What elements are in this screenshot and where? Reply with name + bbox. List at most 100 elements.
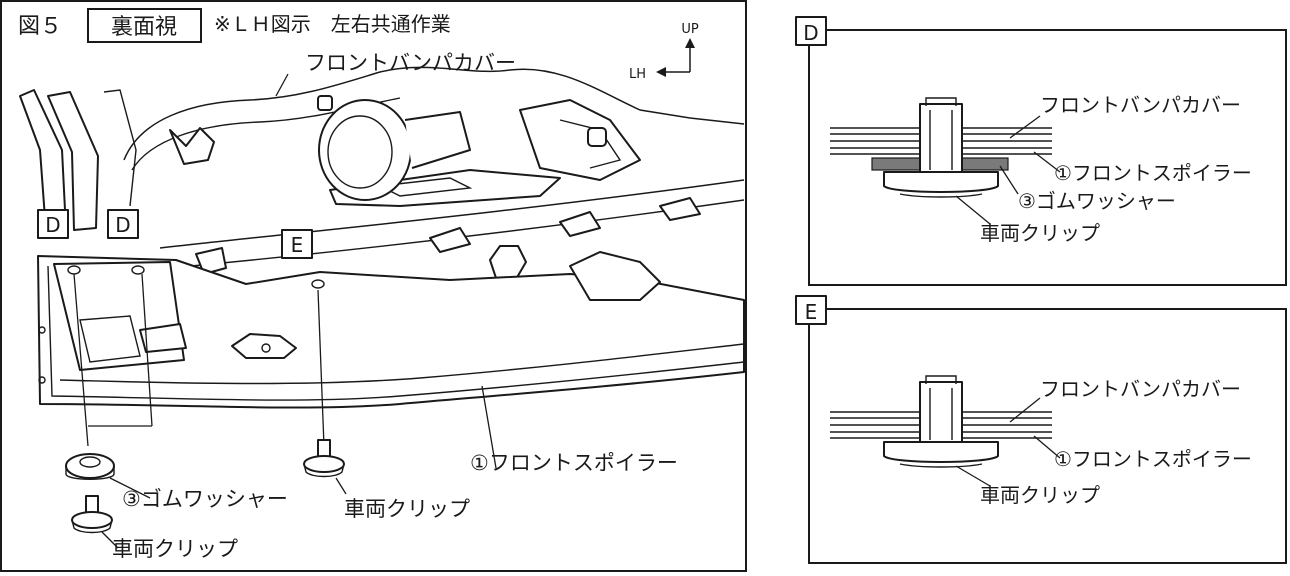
d-label-rubber-washer: ③ゴムワッシャー [1018,189,1176,213]
d-leader-cover [1009,115,1041,139]
figure-label: 図５ [18,14,62,39]
label-vehicle-clip-center: 車両クリップ [344,497,470,521]
e-leader-spoiler [1033,435,1061,459]
detail-tag-d-right [107,209,139,239]
view-label: 裏面視 [111,15,177,40]
detail-e-tag [795,295,827,325]
d-clip-head [883,171,999,193]
beam-tab-left [195,247,227,275]
left-pillar-inner [47,91,99,231]
e-clip-head-base [899,463,983,468]
d-leader-clip [955,195,991,225]
figure-note: ※ＬＨ図示 左右共通作業 [214,12,451,36]
spoiler-left-bracket-rib [139,323,187,353]
detail-d-frame [808,29,1287,286]
clip-left-head-side [71,519,113,534]
e-label-bumper-cover: フロントバンパカバー [1040,377,1241,401]
explode-line-left-a [73,273,89,447]
vehicle-clip-center-part [303,439,345,478]
bracket-left [169,127,215,165]
leader-front-spoiler [481,385,497,469]
leader-vehicle-clip-center [335,477,347,495]
leader-vehicle-clip-left [101,531,119,549]
beam-inner-edge [169,199,745,269]
fog-lamp-stud-right [587,127,607,147]
d-clip-body [919,103,963,175]
fog-lamp-stud-left [317,95,333,111]
e-clip-head [883,441,999,463]
d-clip-top [925,97,957,106]
fog-lamp-socket [404,111,471,169]
d-label-vehicle-clip: 車両クリップ [980,221,1100,245]
washer-side [65,466,115,480]
explode-line-center [317,289,325,447]
clip-hole-d-right [131,265,145,275]
bracket-right-detail [559,119,622,169]
detail-e-clip [883,375,999,468]
detail-tag-d-left-text: D [45,213,60,237]
label-front-spoiler: ①フロントスポイラー [470,451,678,475]
detail-e-tag-text: E [805,300,818,324]
fog-lamp-housing [317,95,607,201]
view-label-box [87,8,202,43]
fog-lamp-outer-ring [318,99,412,201]
leader-rubber-washer [109,477,151,499]
detail-tag-d-left [37,209,69,239]
d-label-front-spoiler: ①フロントスポイラー [1054,161,1252,185]
spoiler-boss [231,333,297,359]
orientation-indicator: UP LH [629,22,699,82]
front-spoiler-part [37,251,745,409]
e-label-vehicle-clip: 車両クリップ [980,483,1100,507]
detail-d-tag-text: D [803,21,818,45]
bumper-cover-upper-edge [123,66,745,161]
d-clip-head-base [899,193,983,198]
detail-tag-d-right-text: D [115,213,130,237]
spoiler-body [37,255,745,409]
spoiler-left-bracket-window [79,315,141,363]
detail-e-panel: E フロントバンパカバー ①フロントスポイラー 車両クリップ [795,295,1287,564]
detail-tag-e-text: E [291,233,304,257]
clip-left-head [71,511,113,529]
up-label: UP [681,22,699,37]
vehicle-clip-left-part [71,495,113,534]
main-figure-frame [0,0,747,572]
d-label-bumper-cover: フロントバンパカバー [1040,93,1241,117]
e-clip-body [919,381,963,445]
spoiler-rivet-upper [38,326,46,334]
fog-lamp-inner-ring [327,115,393,189]
left-inner-edge [103,89,137,207]
spoiler-inner-contour [47,265,745,401]
e-leader-clip [955,465,991,487]
d-leader-washer [999,165,1019,195]
clip-center-head [303,455,345,473]
label-front-bumper-cover: フロントバンパカバー [305,51,516,75]
detail-tag-e [281,229,313,259]
label-vehicle-clip-left: 車両クリップ [112,537,238,561]
label-rubber-washer: ③ゴムワッシャー [122,487,288,511]
center-rib [329,169,561,207]
explode-line-left-b [141,273,153,427]
main-figure: 図５ 裏面視 ※ＬＨ図示 左右共通作業 UP LH [0,0,747,572]
detail-d-panel: D フロントバンパカバー ①フロントスポイラー ③ゴムワッシャー [795,16,1287,286]
lh-arrow-head-icon [656,67,666,77]
e-leader-cover [1009,397,1041,423]
detail-d-tag [795,16,827,46]
d-leader-spoiler [1033,151,1061,173]
beam-tab-3 [659,197,701,221]
e-clip-top [925,375,957,384]
clip-hole-e [311,279,325,289]
spoiler-rivet-lower [38,376,46,384]
beam-upper-edge [159,179,745,249]
washer-hole [79,456,101,468]
detail-e-frame [808,308,1287,564]
rubber-washer-part [65,453,115,480]
bracket-right [519,99,641,181]
lh-label: LH [629,67,646,82]
center-rib-window [377,177,473,197]
clip-center-head-side [303,463,345,478]
beam-tab-1 [429,227,471,253]
spoiler-end-bracket [569,251,661,301]
detail-d-clip [883,97,999,198]
beam-tab-2 [559,211,601,237]
